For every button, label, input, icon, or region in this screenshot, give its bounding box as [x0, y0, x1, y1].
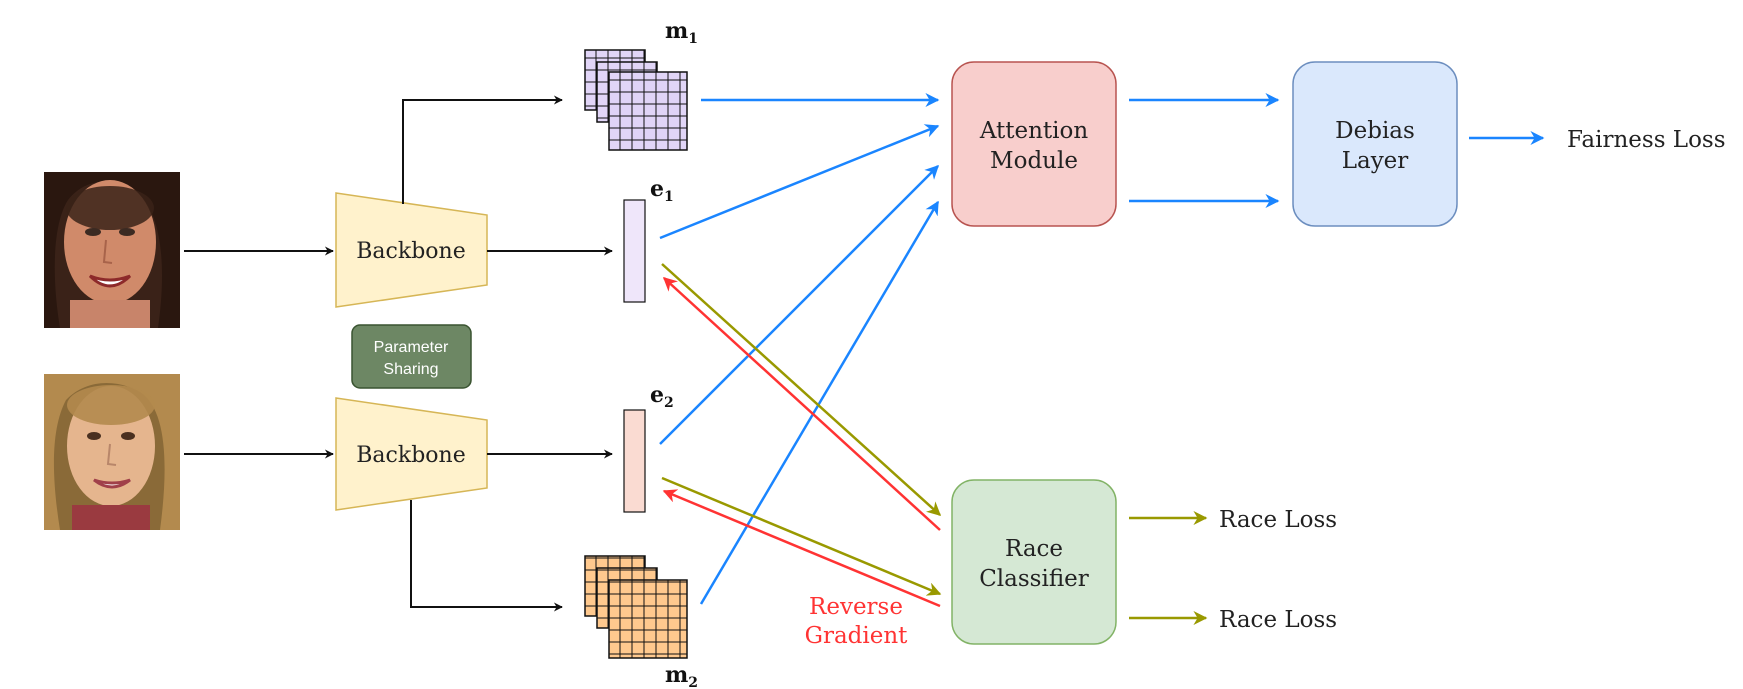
- arrow-m2-to-attention: [699, 200, 940, 605]
- parameter-sharing-badge: Parameter Sharing: [351, 324, 472, 389]
- svg-text:Layer: Layer: [1342, 148, 1409, 174]
- label-e2: e2: [650, 382, 674, 411]
- label-m1: m1: [665, 18, 698, 47]
- svg-text:Module: Module: [990, 148, 1078, 174]
- race-loss-label-2: Race Loss: [1219, 607, 1337, 633]
- svg-text:Sharing: Sharing: [383, 361, 438, 378]
- svg-text:Debias: Debias: [1335, 118, 1415, 144]
- svg-text:Backbone: Backbone: [356, 239, 465, 264]
- face-image-1: [44, 172, 180, 328]
- race-classifier: Race Classifier: [951, 479, 1117, 645]
- svg-text:Race: Race: [1005, 536, 1063, 562]
- fairness-loss-label: Fairness Loss: [1567, 127, 1726, 153]
- label-e1: e1: [650, 176, 674, 205]
- arrow-e1-to-attention: [659, 124, 940, 240]
- face-image-2: [44, 374, 180, 530]
- feature-map-m1: [584, 49, 688, 151]
- svg-text:Attention: Attention: [979, 118, 1089, 144]
- svg-text:Classifier: Classifier: [979, 566, 1089, 592]
- attention-module: Attention Module: [951, 61, 1117, 227]
- embedding-e2: [623, 409, 646, 513]
- race-loss-label-1: Race Loss: [1219, 507, 1337, 533]
- label-m2: m2: [665, 662, 698, 689]
- backbone-bottom: Backbone: [335, 397, 488, 511]
- embedding-e1: [623, 199, 646, 303]
- svg-text:Parameter: Parameter: [374, 339, 449, 356]
- debias-layer: Debias Layer: [1292, 61, 1458, 227]
- feature-map-m2: [584, 555, 688, 659]
- reverse-gradient-label-line1: Reverse: [809, 594, 903, 620]
- arrow-backbone2-to-m2: [410, 500, 563, 612]
- arrow-e2-to-attention: [659, 165, 939, 445]
- reverse-gradient-label-line2: Gradient: [805, 623, 909, 649]
- backbone-top: Backbone: [335, 192, 488, 308]
- arrow-e2-to-classifier: [661, 476, 942, 596]
- arrow-reverse-gradient-to-e1: [662, 277, 941, 531]
- svg-text:Backbone: Backbone: [356, 443, 465, 468]
- arrow-reverse-gradient-to-e2: [662, 489, 941, 608]
- arrow-backbone1-to-m1: [402, 95, 563, 204]
- arrow-e1-to-classifier: [661, 263, 942, 516]
